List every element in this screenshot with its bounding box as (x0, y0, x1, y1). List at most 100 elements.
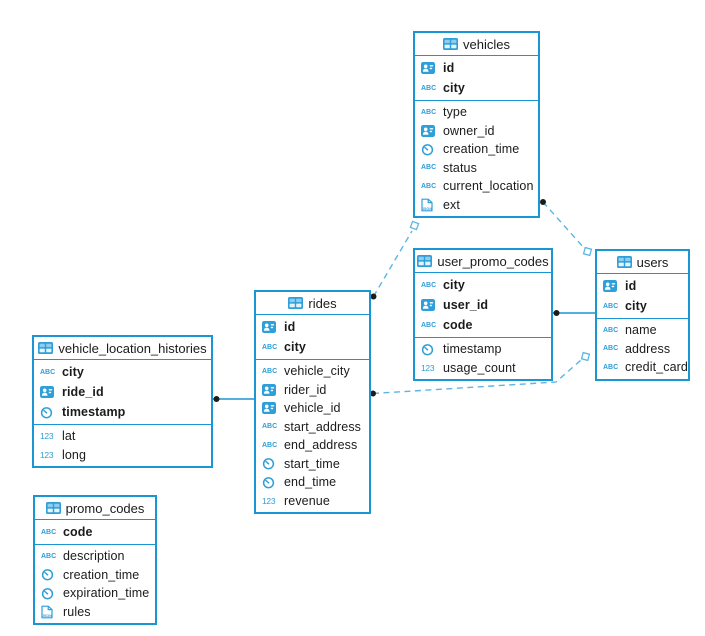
field-row-id[interactable]: id (597, 276, 688, 296)
table-header[interactable]: users (597, 251, 688, 274)
string-type-icon: ABC (603, 363, 619, 371)
field-row-user_id[interactable]: user_id (415, 295, 551, 315)
table-icon (417, 255, 433, 267)
field-row-timestamp[interactable]: timestamp (415, 340, 551, 359)
field-name: address (625, 341, 671, 356)
field-name: city (443, 278, 465, 292)
timestamp-type-icon (41, 568, 58, 581)
json-type-icon: JSON (421, 198, 438, 212)
field-name: city (625, 299, 647, 313)
relationship-square-marker (409, 220, 420, 231)
field-row-address[interactable]: ABC address (597, 340, 688, 359)
table-header[interactable]: promo_codes (35, 497, 155, 520)
relationship-dot-marker (540, 199, 546, 205)
string-type-icon: ABC (421, 84, 437, 92)
field-name: type (443, 105, 468, 120)
field-name: creation_time (63, 567, 140, 582)
field-name: code (63, 525, 93, 539)
field-name: current_location (443, 179, 534, 194)
number-type-icon: 123 (40, 431, 54, 442)
table-icon (443, 38, 459, 50)
field-row-creation_time[interactable]: creation_time (415, 140, 538, 159)
relationship-rides-vehicles (372, 230, 413, 297)
timestamp-type-icon (40, 406, 57, 419)
number-type-icon: 123 (421, 362, 435, 373)
table-header[interactable]: vehicles (415, 33, 538, 56)
field-row-rider_id[interactable]: rider_id (256, 381, 369, 400)
timestamp-type-icon (421, 343, 438, 356)
number-type-icon: 123 (262, 495, 276, 506)
table-icon (38, 342, 54, 354)
table-header[interactable]: rides (256, 292, 369, 315)
timestamp-type-icon (262, 476, 279, 489)
field-name: description (63, 549, 125, 564)
field-row-city[interactable]: ABC city (415, 78, 538, 98)
string-type-icon: ABC (603, 345, 619, 353)
string-type-icon: ABC (421, 281, 437, 289)
table-header[interactable]: user_promo_codes (415, 250, 551, 273)
id-type-icon (262, 321, 279, 333)
relationship-square-marker (582, 246, 593, 257)
field-row-owner_id[interactable]: owner_id (415, 122, 538, 141)
relationship-rides-users (372, 359, 582, 395)
field-name: user_id (443, 298, 489, 312)
field-row-creation_time[interactable]: creation_time (35, 566, 155, 585)
table-header[interactable]: vehicle_location_histories (34, 337, 211, 360)
table-title: promo_codes (65, 500, 145, 516)
string-type-icon: ABC (262, 441, 278, 449)
field-row-id[interactable]: id (415, 58, 538, 78)
table-icon (288, 297, 304, 309)
string-type-icon: ABC (262, 367, 278, 375)
table-title: users (636, 254, 669, 270)
relationship-vehicles-users (542, 201, 586, 249)
field-name: city (284, 340, 306, 354)
field-row-ride_id[interactable]: ride_id (34, 382, 211, 402)
field-row-city[interactable]: ABC city (415, 275, 551, 295)
field-name: city (443, 81, 465, 95)
relationship-dot-marker (370, 390, 376, 397)
field-row-timestamp[interactable]: timestamp (34, 402, 211, 422)
field-row-end_time[interactable]: end_time (256, 473, 369, 492)
field-row-start_time[interactable]: start_time (256, 455, 369, 474)
field-name: creation_time (443, 142, 520, 157)
relationship-dot-marker (213, 396, 220, 402)
field-name: rider_id (284, 382, 327, 397)
field-row-vehicle_id[interactable]: vehicle_id (256, 399, 369, 418)
field-row-expiration_time[interactable]: expiration_time (35, 584, 155, 603)
field-row-id[interactable]: id (256, 317, 369, 337)
field-name: ride_id (62, 385, 104, 399)
